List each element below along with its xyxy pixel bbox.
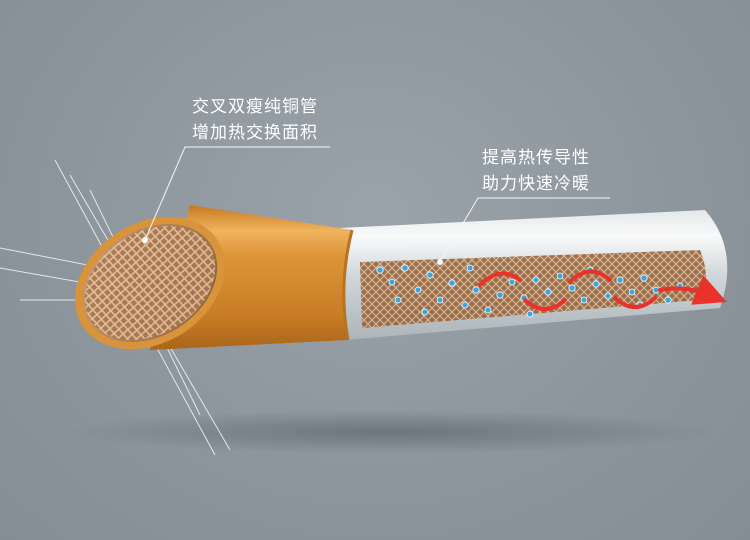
inner-grooves	[360, 250, 706, 328]
callout-heat-conduction-line1: 提高热传导性	[482, 148, 590, 168]
inner-mesh-face	[84, 226, 216, 340]
callout-dot-2	[437, 259, 443, 265]
heat-particles	[376, 264, 684, 318]
heat-flow-arrows	[478, 269, 727, 311]
tube-shadow	[60, 410, 720, 454]
callout-leaders	[144, 146, 610, 263]
callout-copper-tube-line2: 增加热交换面积	[192, 123, 318, 143]
tube-boundary-ring	[342, 229, 354, 341]
callout-copper-tube: 交叉双瘦纯铜管 增加热交换面积	[192, 94, 318, 146]
callout-dot-1	[142, 237, 148, 243]
callout-copper-tube-line1: 交叉双瘦纯铜管	[192, 97, 318, 117]
callout-heat-conduction: 提高热传导性 助力快速冷暖	[482, 145, 590, 197]
callout-heat-conduction-line2: 助力快速冷暖	[482, 174, 590, 194]
